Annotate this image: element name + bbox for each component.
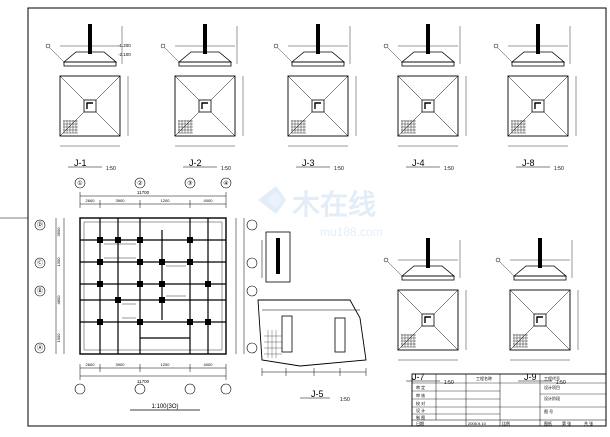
plan-dim-bottom-2: 3900 xyxy=(116,362,126,367)
plan-dim-side-3: 4800 xyxy=(56,295,61,305)
plan-dim-side-1: 3600 xyxy=(56,227,61,237)
footing-label: J-7 xyxy=(412,372,425,382)
footing-j-9: J-91:50 xyxy=(495,238,579,386)
footing-label: J-1 xyxy=(74,158,87,168)
footing-scale: 1:50 xyxy=(106,166,116,172)
footing-scale: 1:50 xyxy=(554,166,564,172)
tb-date-label: 日期 xyxy=(416,420,424,426)
footing-scale: 1:50 xyxy=(444,166,454,172)
footing-j-3: J-3 1:50 xyxy=(273,24,357,172)
plan-dim-bottom-1: 2600 xyxy=(86,362,96,367)
axis-top-2: ② xyxy=(137,180,142,187)
footing-j-8: J-8 1:50 xyxy=(493,24,577,172)
detail-j5: J-5 1:50 xyxy=(257,231,367,403)
footing-j-2: J-2 1:50 xyxy=(160,24,244,172)
footing-j-7: J-71:50 xyxy=(383,238,467,386)
plan-dim-top-2: 3900 xyxy=(116,198,126,203)
footing-label: J-4 xyxy=(412,158,425,168)
plan-dim-bottom-total: 11700 xyxy=(137,379,150,384)
elev-label-2: -2.100 xyxy=(118,52,131,57)
tb-total-label: 共 张 xyxy=(584,420,593,426)
tb-drawing-label: 工程代号 xyxy=(544,375,560,381)
footing-scale: 1:50 xyxy=(334,166,344,172)
axis-side-a: Ⓐ xyxy=(37,344,43,352)
footing-label: J-3 xyxy=(302,158,315,168)
footing-j-1: J-1 1:50 xyxy=(45,24,129,172)
tb-scale-label: 比例 xyxy=(502,420,510,426)
watermark: 木在线 mu188.com xyxy=(258,186,383,239)
axis-top-4: ④ xyxy=(223,180,228,187)
axis-side-b: Ⓑ xyxy=(37,287,43,295)
tb-row-5: 制 图 xyxy=(416,414,425,420)
plan-dim-top-total: 11700 xyxy=(137,190,150,195)
watermark-sub: mu188.com xyxy=(320,225,383,239)
footing-label: J-9 xyxy=(524,372,537,382)
plan-dim-side-4: 1900 xyxy=(56,333,61,343)
tb-project-label: 工程名称 xyxy=(476,375,492,381)
tb-drawing-name: 设计阶段 xyxy=(544,395,560,401)
footing-j-4: J-4 1:50 xyxy=(383,24,467,172)
title-block: 工程名称 工程代号 审 定 审 核 校 对 设 计 制 图 设计项目 设计阶段 … xyxy=(411,373,607,427)
footing-label: J-8 xyxy=(522,158,535,168)
plan-dim-top-1: 2600 xyxy=(86,198,96,203)
tb-row-4: 设 计 xyxy=(416,407,425,413)
tb-page-label: 第 张 xyxy=(562,420,571,426)
plan-dim-bottom-4: 4000 xyxy=(204,362,214,367)
tb-row-3: 校 对 xyxy=(416,400,425,406)
plan-dim-top-3: 1200 xyxy=(161,198,171,203)
plan-scale-label: 1:100(3O) xyxy=(151,404,178,410)
foundation-plan: 11700 2600 3900 1200 4000 11700 2600 390… xyxy=(34,177,258,411)
axis-side-d: Ⓓ xyxy=(37,221,43,229)
axis-top-1: ① xyxy=(77,180,82,187)
axis-top-3: ③ xyxy=(187,180,192,187)
tb-date-value: 2005.9.10 xyxy=(468,421,487,426)
detail-j5-label: J-5 xyxy=(311,389,324,399)
footing-scale: 1:50 xyxy=(221,166,231,172)
tb-row-2: 审 核 xyxy=(416,392,425,398)
plan-dim-top-4: 4000 xyxy=(204,198,214,203)
tb-sheet-label: 图纸 xyxy=(544,420,552,426)
sheet-border xyxy=(27,7,607,427)
plan-dim-bottom-3: 1200 xyxy=(161,362,171,367)
footing-details: J-1 1:50 J-2 1:50 J-3 1:50 J-4 1:50 J-8 1:50J-71:… xyxy=(45,24,579,386)
tb-drawing-no: 图 号 xyxy=(544,408,553,414)
axis-side-c: Ⓒ xyxy=(37,259,43,267)
detail-j5-scale: 1:50 xyxy=(340,397,350,403)
tb-design-item: 设计项目 xyxy=(544,384,560,390)
tb-row-1: 审 定 xyxy=(416,384,425,390)
elev-label-1: -1.200 xyxy=(118,43,131,48)
plan-dim-side-2: 1300 xyxy=(56,257,61,267)
footing-label: J-2 xyxy=(189,158,202,168)
watermark-main: 木在线 xyxy=(291,189,376,220)
